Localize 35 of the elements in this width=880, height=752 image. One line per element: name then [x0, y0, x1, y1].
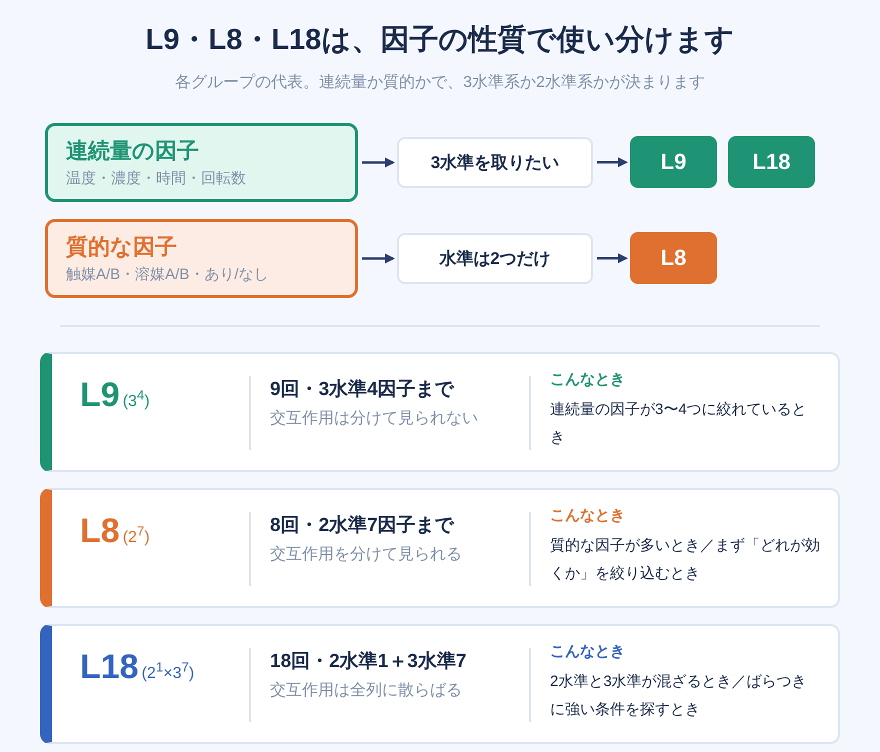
run-summary: 9回・3水準4因子まで [270, 378, 454, 402]
factor-heading: 質的な因子 [66, 233, 177, 261]
factor-examples: 温度・濃度・時間・回転数 [66, 169, 246, 188]
use-case-heading: こんなとき [550, 370, 625, 389]
title: L9・L8・L18は、因子の性質で使い分けます [144, 23, 736, 58]
option-card [40, 624, 840, 744]
factor-examples: 触媒A/B・溶媒A/B・あり/なし [66, 265, 269, 284]
arrow [597, 157, 628, 168]
use-case-text: 質的な因子が多いとき／まず「どれが効くか」を絞り込むとき [550, 536, 820, 584]
interaction-note: 交互作用を分けて見られる [270, 544, 462, 565]
factor-box [45, 123, 358, 202]
subtitle: 各グループの代表。連続量か質的かで、3水準系か2水準系かが決まります [174, 72, 706, 93]
interaction-note: 交互作用は分けて見られない [270, 408, 478, 429]
condition-box: 3水準を取りたい [397, 137, 593, 188]
factor-box [45, 219, 358, 298]
use-case-heading: こんなとき [550, 642, 625, 661]
arrow [362, 158, 395, 168]
array-name: L8 [80, 512, 120, 550]
array-badge: L9 [630, 136, 717, 188]
array-name: L18 [80, 648, 139, 686]
array-name: L9 [80, 376, 120, 414]
use-case-text: 2水準と3水準が混ざるとき／ばらつきに強い条件を探すとき [550, 672, 808, 720]
use-case-text: 連続量の因子が3〜4つに絞れているとき [550, 400, 808, 448]
run-summary: 8回・2水準7因子まで [270, 514, 454, 538]
interaction-note: 交互作用は全列に散らばる [270, 680, 462, 701]
option-card [40, 352, 840, 472]
array-badge: L8 [630, 232, 717, 284]
condition-box: 水準は2つだけ [397, 233, 593, 284]
array-badge: L18 [728, 136, 815, 188]
arrow [597, 253, 628, 264]
use-case-heading: こんなとき [550, 506, 625, 525]
factor-heading: 連続量の因子 [66, 137, 199, 165]
option-card [40, 488, 840, 608]
run-summary: 18回・2水準1＋3水準7 [270, 650, 466, 674]
arrow [362, 254, 395, 264]
